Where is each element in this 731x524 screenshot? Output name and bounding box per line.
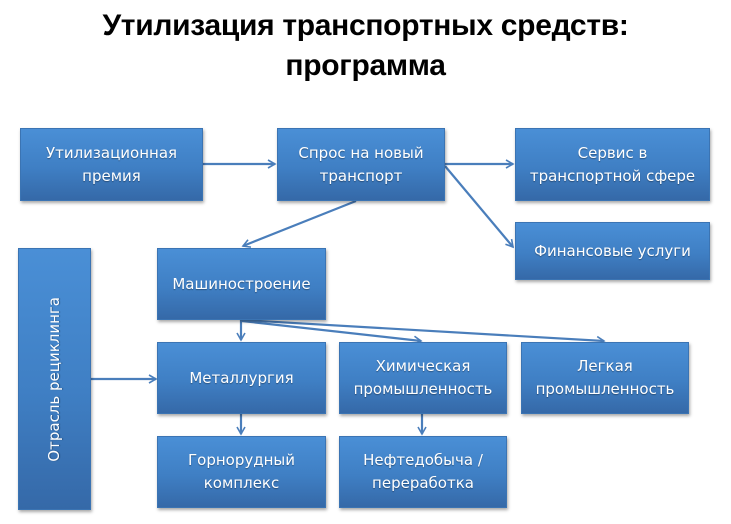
node-metallurgy: Металлургия xyxy=(157,342,326,414)
node-financial-services: Финансовые услуги xyxy=(515,222,710,280)
node-chemical-industry: Химическая промышленность xyxy=(339,342,507,414)
title-line-2: программа xyxy=(285,49,446,82)
node-label: Спрос на новый транспорт xyxy=(298,143,424,185)
node-label: Финансовые услуги xyxy=(534,241,691,260)
node-label: Нефтедобыча / переработка xyxy=(363,451,483,492)
node-light-industry: Легкая промышленность xyxy=(521,342,689,414)
arrow-demand-to-finance xyxy=(444,165,515,249)
arrow-machine-to-light xyxy=(241,318,606,346)
node-label: Утилизационная премия xyxy=(45,143,178,185)
node-label: Горнорудный комплекс xyxy=(188,451,295,492)
arrow-demand-to-machine xyxy=(241,199,357,248)
node-recycling-premium: Утилизационная премия xyxy=(20,128,203,201)
node-new-transport-demand: Спрос на новый транспорт xyxy=(277,128,445,201)
arrow-machine-to-chemical xyxy=(241,319,423,345)
node-mining-complex: Горнорудный комплекс xyxy=(157,436,326,508)
node-label: Металлургия xyxy=(189,368,294,387)
node-mechanical-engineering: Машиностроение xyxy=(157,248,326,320)
node-recycling-industry: Отрасль рециклинга xyxy=(18,248,91,510)
node-label: Химическая промышленность xyxy=(353,357,493,398)
node-oil-refining: Нефтедобыча / переработка xyxy=(339,436,507,508)
diagram-title: Утилизация транспортных средств: програм… xyxy=(0,6,731,86)
node-label: Сервис в транспортной сфере xyxy=(529,143,696,185)
node-transport-service: Сервис в транспортной сфере xyxy=(515,128,710,201)
node-label: Машиностроение xyxy=(172,274,311,293)
node-label: Отрасль рециклинга xyxy=(45,296,63,462)
node-label: Легкая промышленность xyxy=(535,357,675,398)
title-line-1: Утилизация транспортных средств: xyxy=(102,9,629,42)
